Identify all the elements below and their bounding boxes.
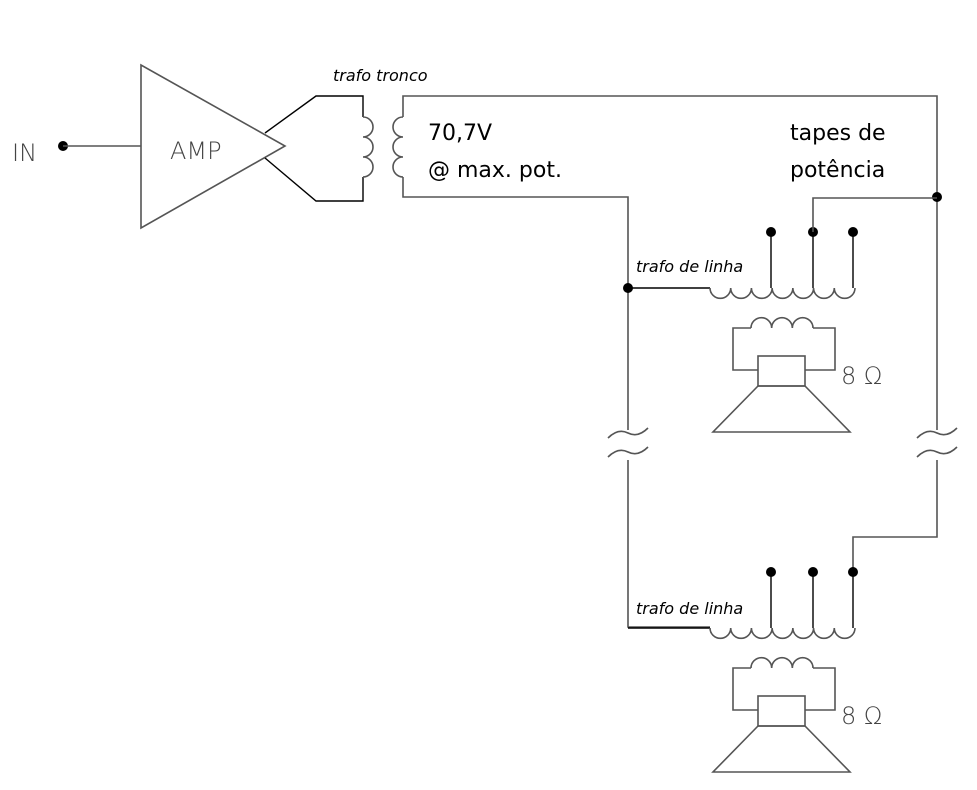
line-break-symbols bbox=[607, 427, 958, 458]
amplifier-label: AMP bbox=[170, 137, 222, 165]
break-squiggle bbox=[916, 446, 958, 458]
tap-terminal bbox=[848, 567, 858, 577]
break-squiggle bbox=[607, 427, 649, 439]
break-squiggle bbox=[607, 446, 649, 458]
line-wire-common-continued bbox=[627, 460, 710, 628]
tap-connection-wire bbox=[812, 197, 937, 232]
coil-winding bbox=[709, 287, 856, 300]
voltage-label: 70,7V bbox=[428, 121, 492, 146]
tap-terminal bbox=[766, 567, 776, 577]
coil-winding bbox=[750, 316, 814, 329]
line-wire-common bbox=[402, 177, 629, 430]
speaker-cone bbox=[711, 725, 852, 773]
secondary-wire bbox=[805, 667, 836, 711]
speaker-impedance-label: 8 Ω bbox=[841, 362, 882, 390]
trunk-transformer-label: trafo tronco bbox=[333, 66, 428, 85]
tap-terminal bbox=[808, 567, 818, 577]
input-label: IN bbox=[12, 139, 37, 167]
coil-winding bbox=[750, 656, 814, 669]
secondary-wire bbox=[805, 327, 836, 371]
trunk-transformer bbox=[362, 116, 404, 178]
tap-terminal bbox=[766, 227, 776, 237]
speaker-magnet bbox=[757, 355, 806, 387]
line-transformer-label: trafo de linha bbox=[636, 599, 743, 618]
taps-label-2: potência bbox=[790, 158, 885, 183]
amp-output-wire-top bbox=[264, 95, 364, 134]
speaker-branch-2 bbox=[628, 567, 858, 773]
break-squiggle bbox=[916, 427, 958, 439]
coil-winding bbox=[709, 627, 856, 640]
line-wire-hot bbox=[402, 95, 938, 430]
coil-winding bbox=[362, 116, 374, 178]
secondary-wire bbox=[732, 327, 758, 371]
speaker-branch-1 bbox=[628, 197, 937, 433]
speaker-impedance-label: 8 Ω bbox=[841, 702, 882, 730]
amplifier-symbol bbox=[140, 63, 287, 230]
line-transformer-label: trafo de linha bbox=[636, 257, 743, 276]
amp-output-wire-bottom bbox=[264, 157, 364, 202]
secondary-wire bbox=[732, 667, 758, 711]
voltage-condition-label: @ max. pot. bbox=[428, 158, 562, 183]
coil-winding bbox=[392, 116, 404, 178]
taps-label: tapes de bbox=[790, 121, 886, 146]
tap-terminal bbox=[848, 227, 858, 237]
speaker-magnet bbox=[757, 695, 806, 727]
speaker-cone bbox=[711, 385, 852, 433]
junction-node bbox=[932, 192, 942, 202]
line-wire-hot-continued bbox=[852, 460, 938, 570]
